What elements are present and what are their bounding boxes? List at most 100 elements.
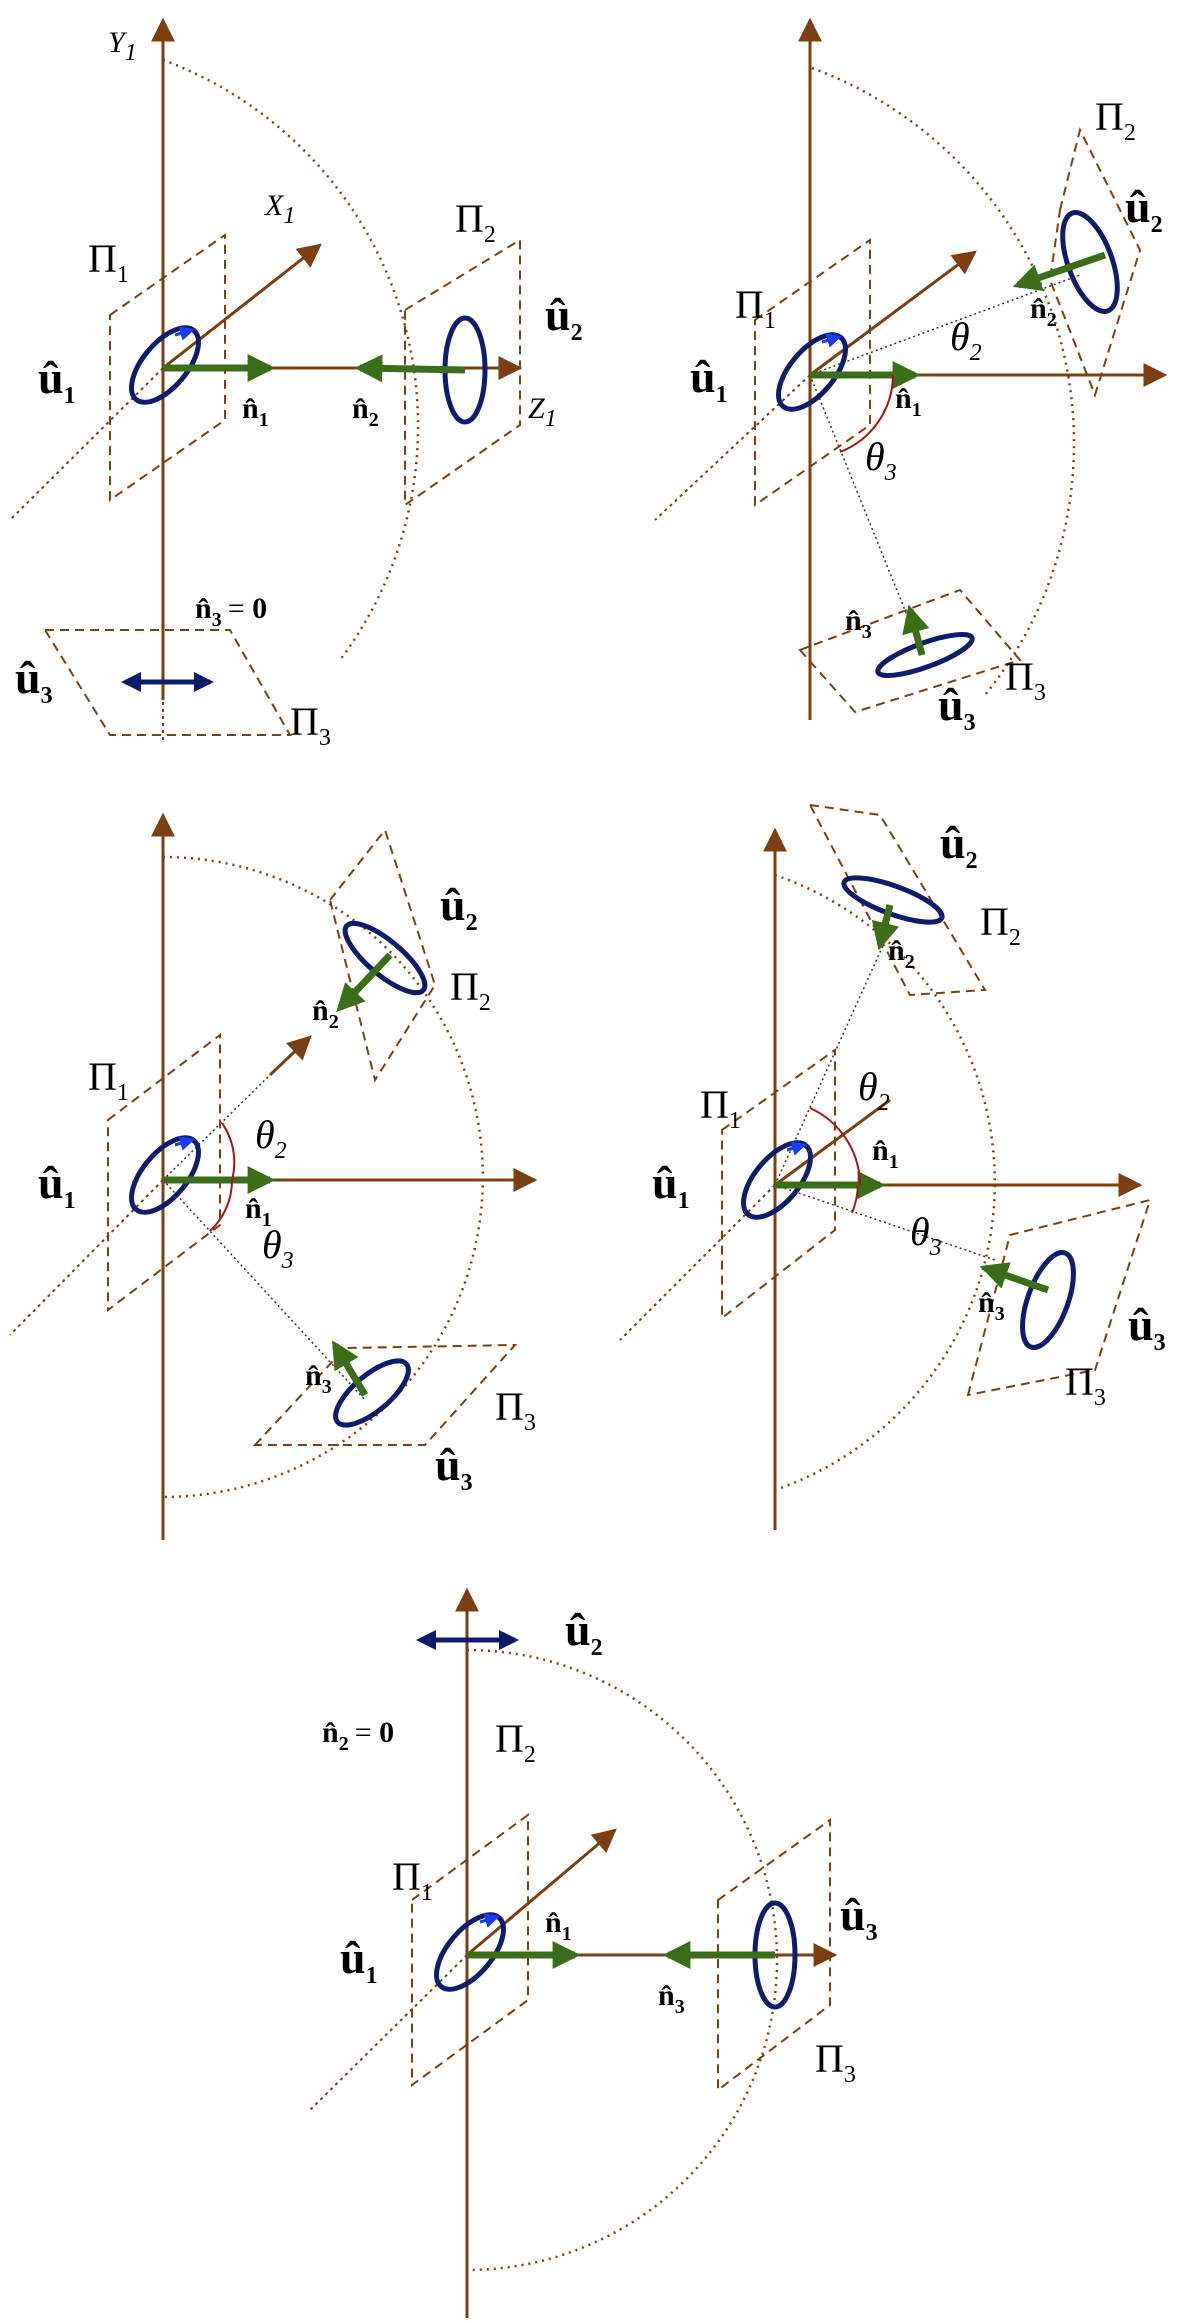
label-n3: n̂3	[845, 604, 872, 643]
label-u1: û1	[690, 351, 728, 408]
label-pi2: Π2	[495, 1716, 536, 1768]
dotted-to-pi3	[809, 374, 916, 636]
label-theta2: θ2	[858, 1064, 890, 1116]
angle-arc-theta3	[839, 374, 894, 453]
line-to-pi2	[268, 1035, 312, 1077]
label-u2: û2	[940, 817, 978, 874]
label-u2: û2	[440, 879, 478, 936]
label-u3: û3	[435, 1439, 473, 1496]
label-pi2: Π2	[1095, 94, 1136, 146]
plane-pi3	[717, 1818, 831, 2093]
tiny-arrow-1	[821, 333, 842, 348]
label-n3: n̂3	[978, 1286, 1005, 1325]
label-x1: X1	[264, 189, 295, 229]
label-pi1: Π1	[392, 1854, 433, 1906]
panel-5: Π1 Π2 Π3 û1 û2 û3 n̂1 n̂3 n̂2= 0	[309, 1587, 878, 2318]
ring-3	[333, 1358, 411, 1428]
plane-pi1	[721, 1048, 836, 1321]
label-u1: û1	[38, 1157, 76, 1214]
normal-n2	[1012, 251, 1107, 291]
angle-arc-theta3	[851, 1184, 859, 1214]
label-u3: û3	[840, 1889, 878, 1946]
label-n3: n̂3	[305, 1359, 332, 1398]
quarter-arc	[466, 1648, 779, 2272]
plane-pi1	[107, 1032, 221, 1313]
label-u1: û1	[340, 1932, 378, 1989]
tiny-arrow-1	[479, 1913, 500, 1928]
label-pi1: Π1	[735, 282, 776, 334]
quarter-arc	[162, 58, 420, 661]
plane-pi2	[404, 238, 521, 507]
label-y1: Y1	[108, 26, 137, 66]
label-pi2: Π2	[455, 196, 496, 248]
x-axis-dotted	[9, 1179, 164, 1336]
label-z1: Z1	[528, 392, 557, 432]
label-u3: û3	[15, 652, 53, 709]
label-n3-zero: n̂3= 0	[195, 592, 267, 631]
x-axis-dotted	[619, 1184, 776, 1341]
label-pi3: Π3	[290, 699, 331, 751]
ring-3	[1020, 1250, 1076, 1350]
normal-n3	[331, 1340, 369, 1397]
normal-n2	[354, 354, 466, 383]
label-pi1: Π1	[88, 236, 129, 288]
label-n1: n̂1	[242, 392, 269, 431]
label-theta3: θ3	[865, 434, 897, 486]
label-n2-zero: n̂2= 0	[322, 1716, 394, 1755]
x-axis	[809, 250, 977, 377]
label-u2: û2	[565, 1604, 603, 1661]
tiny-arrow-1	[174, 1136, 195, 1151]
dotted-to-pi3	[774, 1184, 996, 1261]
plane-pi3	[252, 1343, 518, 1446]
normal-n3	[979, 1262, 1050, 1294]
label-pi2: Π2	[450, 964, 491, 1016]
label-pi2: Π2	[980, 899, 1021, 951]
ring-2	[841, 875, 945, 925]
label-pi3: Π3	[495, 1384, 536, 1436]
label-u2: û2	[1125, 181, 1163, 238]
normal-n2	[871, 904, 900, 951]
label-theta2: θ2	[950, 314, 982, 366]
plane-pi2	[328, 827, 437, 1083]
label-n1: n̂1	[872, 1134, 899, 1173]
label-theta2: θ2	[255, 1112, 287, 1164]
label-n2: n̂2	[888, 934, 915, 973]
panel-4: Π1 Π2 Π3 û1 û2 û3 n̂1 n̂2 n̂3 θ2 θ3	[619, 803, 1166, 1530]
label-n2: n̂2	[312, 994, 339, 1033]
label-u3: û3	[1128, 1299, 1166, 1356]
plane-pi1	[411, 1813, 529, 2087]
x-axis-dotted	[9, 367, 164, 521]
label-n1: n̂1	[895, 382, 922, 421]
label-n1: n̂1	[545, 1906, 572, 1945]
dotted-to-pi2	[809, 274, 1081, 376]
label-pi3: Π3	[815, 2036, 856, 2088]
x-axis-dotted	[654, 374, 811, 521]
label-u2: û2	[545, 289, 583, 346]
panel-2: Π1 Π2 Π3 û1 û2 û3 n̂1 n̂2 n̂3 θ2 θ3	[654, 17, 1168, 736]
plane-pi2	[1048, 127, 1142, 399]
label-n3: n̂3	[658, 1979, 685, 2018]
label-n2: n̂2	[352, 392, 379, 431]
x-axis	[466, 1828, 617, 1957]
panel-1: Y1 X1 Z1 Π1 Π2 Π3 û1 û2 û3 n̂1 n̂2 n̂3= …	[9, 17, 583, 751]
x-axis	[162, 243, 322, 370]
angle-arc-theta2	[809, 1107, 861, 1186]
plane-pi1	[109, 233, 226, 502]
plane-pi3	[43, 629, 292, 736]
normal-n3	[902, 604, 930, 656]
quarter-arc	[811, 66, 1076, 696]
tiny-arrow-1	[174, 326, 195, 341]
label-theta3: θ3	[910, 1209, 942, 1261]
label-n2: n̂2	[1030, 292, 1057, 331]
ring-1	[129, 1135, 201, 1215]
normal-n2	[336, 952, 393, 1013]
ring-3	[875, 632, 975, 678]
angle-arc-theta2	[221, 1122, 236, 1181]
x-axis-dotted	[309, 1954, 468, 2111]
tiny-arrow-1	[786, 1141, 807, 1156]
label-pi1: Π1	[88, 1054, 129, 1106]
label-u1: û1	[652, 1157, 690, 1214]
label-u3: û3	[938, 679, 976, 736]
dotted-to-pi2	[162, 1074, 271, 1181]
